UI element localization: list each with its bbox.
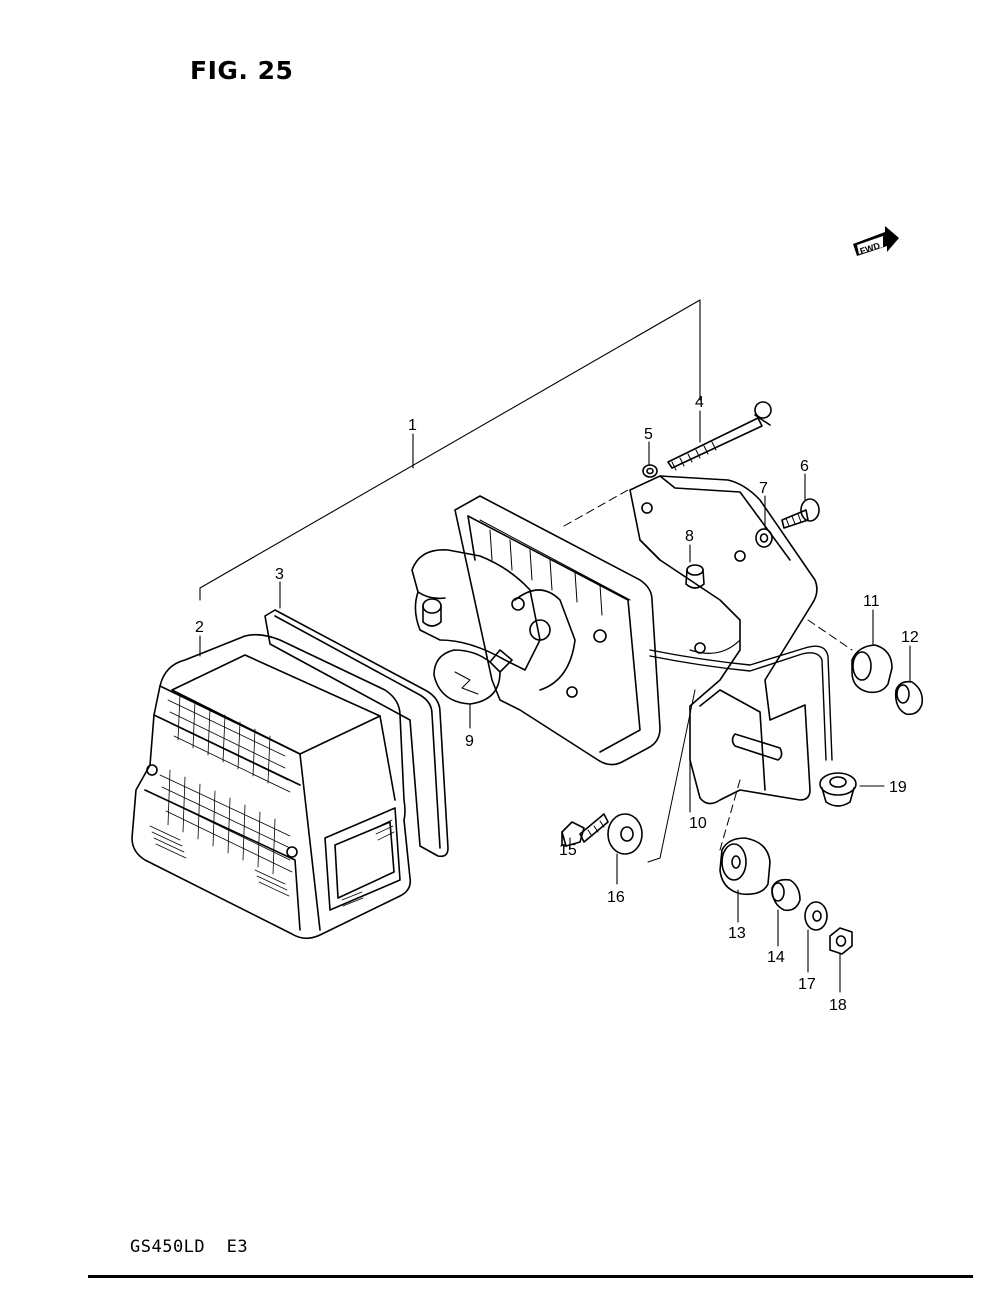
grommet-11	[851, 644, 893, 694]
wire-cord	[649, 645, 833, 761]
callout-2: 2	[195, 619, 204, 636]
grommet-13	[719, 837, 771, 896]
callout-12: 12	[901, 629, 919, 646]
washer-17	[804, 901, 828, 931]
callout-17: 17	[798, 976, 816, 993]
callout-13: 13	[728, 925, 746, 942]
callout-18: 18	[829, 997, 847, 1014]
washer-16	[607, 813, 643, 855]
assembly-lines	[563, 489, 853, 863]
model-code: GS450LD E3	[130, 1237, 249, 1257]
screw-6	[781, 498, 820, 529]
collar-14	[771, 878, 801, 912]
washer-7	[755, 528, 773, 548]
tail-lamp-lens	[131, 633, 412, 940]
callout-7: 7	[759, 480, 768, 497]
callout-labels: 1 2 3 4 5 6 7 8 9 10 11 12 13 14 15 16 1…	[195, 394, 919, 1014]
callout-15: 15	[559, 842, 577, 859]
callout-8: 8	[685, 528, 694, 545]
footer-rule	[88, 1275, 973, 1278]
callout-14: 14	[767, 949, 785, 966]
bulb-socket-plate	[411, 549, 541, 671]
figure-title: FIG. 25	[190, 56, 294, 85]
washer-5	[642, 464, 658, 478]
collar-12	[894, 680, 924, 716]
callout-10: 10	[689, 815, 707, 832]
callout-1: 1	[408, 417, 417, 434]
long-bolt	[667, 401, 772, 471]
callout-5: 5	[644, 426, 653, 443]
lamp-housing	[454, 495, 661, 766]
callout-4: 4	[695, 394, 704, 411]
callout-11: 11	[863, 593, 880, 610]
spacer-8	[685, 564, 705, 589]
callout-16: 16	[607, 889, 625, 906]
callout-6: 6	[800, 458, 809, 475]
nut-18	[829, 927, 853, 955]
bulb	[433, 649, 513, 705]
callout-3: 3	[275, 566, 284, 583]
grommet-19	[819, 772, 857, 807]
bolt-15	[561, 813, 609, 847]
fwd-arrow-icon: FWD	[853, 226, 899, 256]
lens-gasket	[264, 609, 449, 858]
callout-9: 9	[465, 733, 474, 750]
leader-lines	[199, 299, 911, 993]
callout-19: 19	[889, 779, 907, 796]
